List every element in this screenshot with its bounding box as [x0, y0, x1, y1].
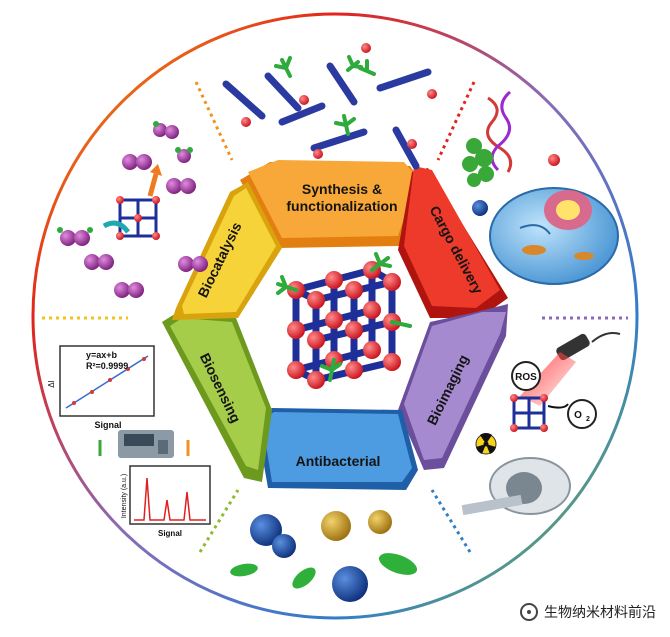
radiation-icon	[475, 433, 497, 455]
watermark: 生物纳米材料前沿	[520, 602, 656, 622]
imaging-mof	[512, 396, 546, 430]
separator-green	[198, 489, 240, 553]
synthesis-scene	[222, 43, 437, 170]
ros-label: ROS	[515, 372, 537, 383]
ros-bubble	[511, 361, 541, 391]
spectrum-line	[134, 477, 206, 521]
calibration-xaxis: Signal	[94, 420, 121, 430]
mri-scanner-icon	[461, 457, 571, 516]
o2-label: O	[574, 410, 582, 421]
reaction-arrow-in	[102, 220, 131, 234]
segment-synthesis: Synthesis & functionalization	[240, 160, 426, 248]
mof-particle-blue-3	[332, 566, 368, 602]
calibration-plot	[59, 345, 155, 417]
mof-particle-blue-1	[250, 514, 282, 546]
separator-orange	[194, 81, 234, 161]
spectrum-ylabel: Intensity (a.u.)	[121, 474, 128, 518]
synthesis-label-1: Synthesis &	[302, 181, 382, 197]
segment-cargo-delivery: Cargo delivery	[398, 166, 508, 318]
segment-bioimaging: Bioimaging	[398, 304, 508, 470]
o2-subscript: 2	[586, 416, 590, 423]
laser-icon	[556, 332, 621, 361]
protein-cluster	[462, 138, 494, 187]
calibration-r2: R²=0.9999	[86, 361, 128, 371]
watermark-text: 生物纳米材料前沿	[544, 605, 656, 621]
reaction-arrow-out	[147, 173, 159, 197]
cargo-red-particle	[548, 154, 560, 166]
separator-red	[436, 81, 476, 161]
cargo-scene	[462, 90, 619, 285]
biocatalysis-scene	[57, 121, 208, 298]
biosensing-scene: y=ax+b R²=0.9999 ΔI Signal Intensity (a.…	[47, 345, 211, 538]
central-mof-framework	[276, 252, 412, 389]
cargo-blue-particle	[472, 200, 488, 216]
antibacterial-label: Antibacterial	[296, 453, 381, 469]
spectrometer-icon	[118, 430, 174, 458]
laser-beam	[520, 352, 576, 406]
spectrum-xlabel: Signal	[158, 529, 182, 538]
antibacterial-scene	[230, 510, 418, 602]
segment-biocatalysis: Biocatalysis	[172, 182, 282, 320]
segment-antibacterial: Antibacterial	[256, 408, 418, 490]
calibration-yaxis: ΔI	[47, 380, 56, 388]
mof-particle-blue-2	[272, 534, 296, 558]
mof-particle-gold-2	[368, 510, 392, 534]
spectrum-plot	[129, 465, 211, 525]
calibration-equation: y=ax+b	[86, 350, 118, 360]
cell-illustration	[489, 187, 619, 285]
segment-biosensing: Biosensing	[162, 312, 272, 482]
mof-particle-gold-1	[321, 511, 351, 541]
wechat-icon	[520, 603, 538, 621]
separator-blue	[430, 489, 472, 553]
bacteria-icon	[230, 553, 418, 589]
synthesis-label-2: functionalization	[286, 198, 397, 214]
separators	[42, 81, 628, 553]
o2-bubble	[567, 399, 597, 429]
bioimaging-scene: ROS O 2	[461, 332, 621, 516]
calibration-line	[65, 355, 149, 409]
